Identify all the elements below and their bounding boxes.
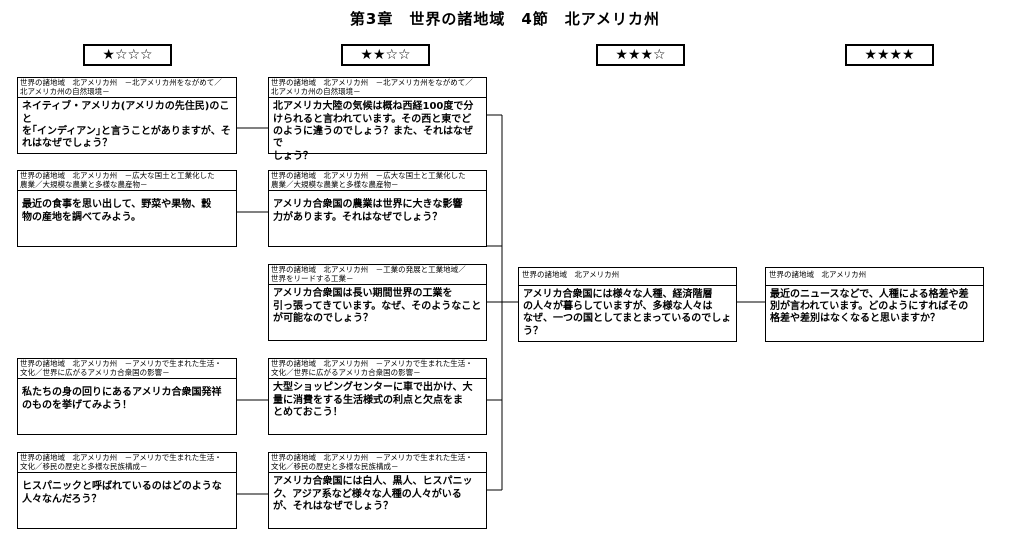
- card-question: 最近の食事を思い出して、野菜や果物、穀 物の産地を調べてみよう。: [22, 199, 212, 223]
- page-title: 第3章 世界の諸地域 4節 北アメリカ州: [349, 10, 661, 28]
- card-question: アメリカ合衆国には様々な人種、経済階層 の人々が暮らしていますが、多様な人々は …: [523, 288, 732, 337]
- question-card-col2-2: 世界の諸地域 北アメリカ州 －広大な国土と工業化した 農業／大規模な農業と多様な…: [268, 170, 487, 247]
- card-heading: 世界の諸地域 北アメリカ州 －広大な国土と工業化した 農業／大規模な農業と多様な…: [18, 171, 236, 192]
- card-question: 北アメリカ大陸の気候は概ね西経100度で分 けられると言われています。その西と東…: [273, 101, 474, 162]
- card-question: 最近のニュースなどで、人種による格差や差 別が言われています。どのようにすればそ…: [770, 288, 969, 325]
- question-card-col2-3: 世界の諸地域 北アメリカ州 －工業の発展と工業地域／ 世界をリードする工業－ ア…: [268, 264, 487, 341]
- question-card-col3: 世界の諸地域 北アメリカ州 アメリカ合衆国には様々な人種、経済階層 の人々が暮ら…: [518, 267, 737, 342]
- card-question: 大型ショッピングセンターに車で出かけ、大 量に消費をする生活様式の利点と欠点をま…: [273, 382, 473, 418]
- card-question: ネイティブ・アメリカ(アメリカの先住民)のこと を｢インディアン｣と言うことがあ…: [22, 101, 231, 150]
- card-heading: 世界の諸地域 北アメリカ州: [519, 268, 736, 286]
- card-question: 私たちの身の回りにあるアメリカ合衆国発祥 のものを挙げてみよう！: [22, 387, 222, 411]
- question-card-col1-1: 世界の諸地域 北アメリカ州 －北アメリカ州をながめて／ 北アメリカ州の自然環境－…: [17, 77, 237, 154]
- question-card-col2-5: 世界の諸地域 北アメリカ州 －アメリカで生まれた生活・ 文化／移民の歴史と多様な…: [268, 452, 487, 529]
- level-3-label: ★★★☆: [596, 44, 685, 66]
- question-card-col1-2: 世界の諸地域 北アメリカ州 －広大な国土と工業化した 農業／大規模な農業と多様な…: [17, 170, 237, 247]
- card-heading: 世界の諸地域 北アメリカ州 －アメリカで生まれた生活・ 文化／移民の歴史と多様な…: [18, 453, 236, 474]
- question-card-col2-1: 世界の諸地域 北アメリカ州 －北アメリカ州をながめて／ 北アメリカ州の自然環境－…: [268, 77, 487, 162]
- level-4-label: ★★★★: [845, 44, 934, 66]
- question-card-col1-4: 世界の諸地域 北アメリカ州 －アメリカで生まれた生活・ 文化／移民の歴史と多様な…: [17, 452, 237, 529]
- card-heading: 世界の諸地域 北アメリカ州 －広大な国土と工業化した 農業／大規模な農業と多様な…: [269, 171, 486, 192]
- card-heading: 世界の諸地域 北アメリカ州 －アメリカで生まれた生活・ 文化／世界に広がるアメリ…: [269, 359, 486, 380]
- level-1-label: ★☆☆☆: [83, 44, 172, 66]
- card-heading: 世界の諸地域 北アメリカ州 －アメリカで生まれた生活・ 文化／移民の歴史と多様な…: [269, 453, 486, 474]
- card-heading: 世界の諸地域 北アメリカ州 －工業の発展と工業地域／ 世界をリードする工業－: [269, 265, 486, 286]
- question-card-col2-4: 世界の諸地域 北アメリカ州 －アメリカで生まれた生活・ 文化／世界に広がるアメリ…: [268, 358, 487, 435]
- question-card-col1-3: 世界の諸地域 北アメリカ州 －アメリカで生まれた生活・ 文化／世界に広がるアメリ…: [17, 358, 237, 435]
- question-card-col4: 世界の諸地域 北アメリカ州 最近のニュースなどで、人種による格差や差 別が言われ…: [765, 267, 984, 342]
- card-heading: 世界の諸地域 北アメリカ州 －北アメリカ州をながめて／ 北アメリカ州の自然環境－: [18, 78, 236, 99]
- card-heading: 世界の諸地域 北アメリカ州 －アメリカで生まれた生活・ 文化／世界に広がるアメリ…: [18, 359, 236, 380]
- card-question: ヒスパニックと呼ばれているのはどのような 人々なんだろう？: [22, 481, 222, 505]
- card-question: アメリカ合衆国は長い期間世界の工業を 引っ張ってきています。なぜ、そのようなこと…: [273, 288, 482, 324]
- card-question: アメリカ合衆国には白人、黒人、ヒスパニッ ク、アジア系など様々な人種の人々がいる…: [273, 476, 473, 512]
- card-heading: 世界の諸地域 北アメリカ州: [766, 268, 983, 286]
- level-2-label: ★★☆☆: [341, 44, 430, 66]
- card-question: アメリカ合衆国の農業は世界に大きな影響 力があります。それはなぜでしょう？: [273, 199, 463, 223]
- card-heading: 世界の諸地域 北アメリカ州 －北アメリカ州をながめて／ 北アメリカ州の自然環境－: [269, 78, 486, 99]
